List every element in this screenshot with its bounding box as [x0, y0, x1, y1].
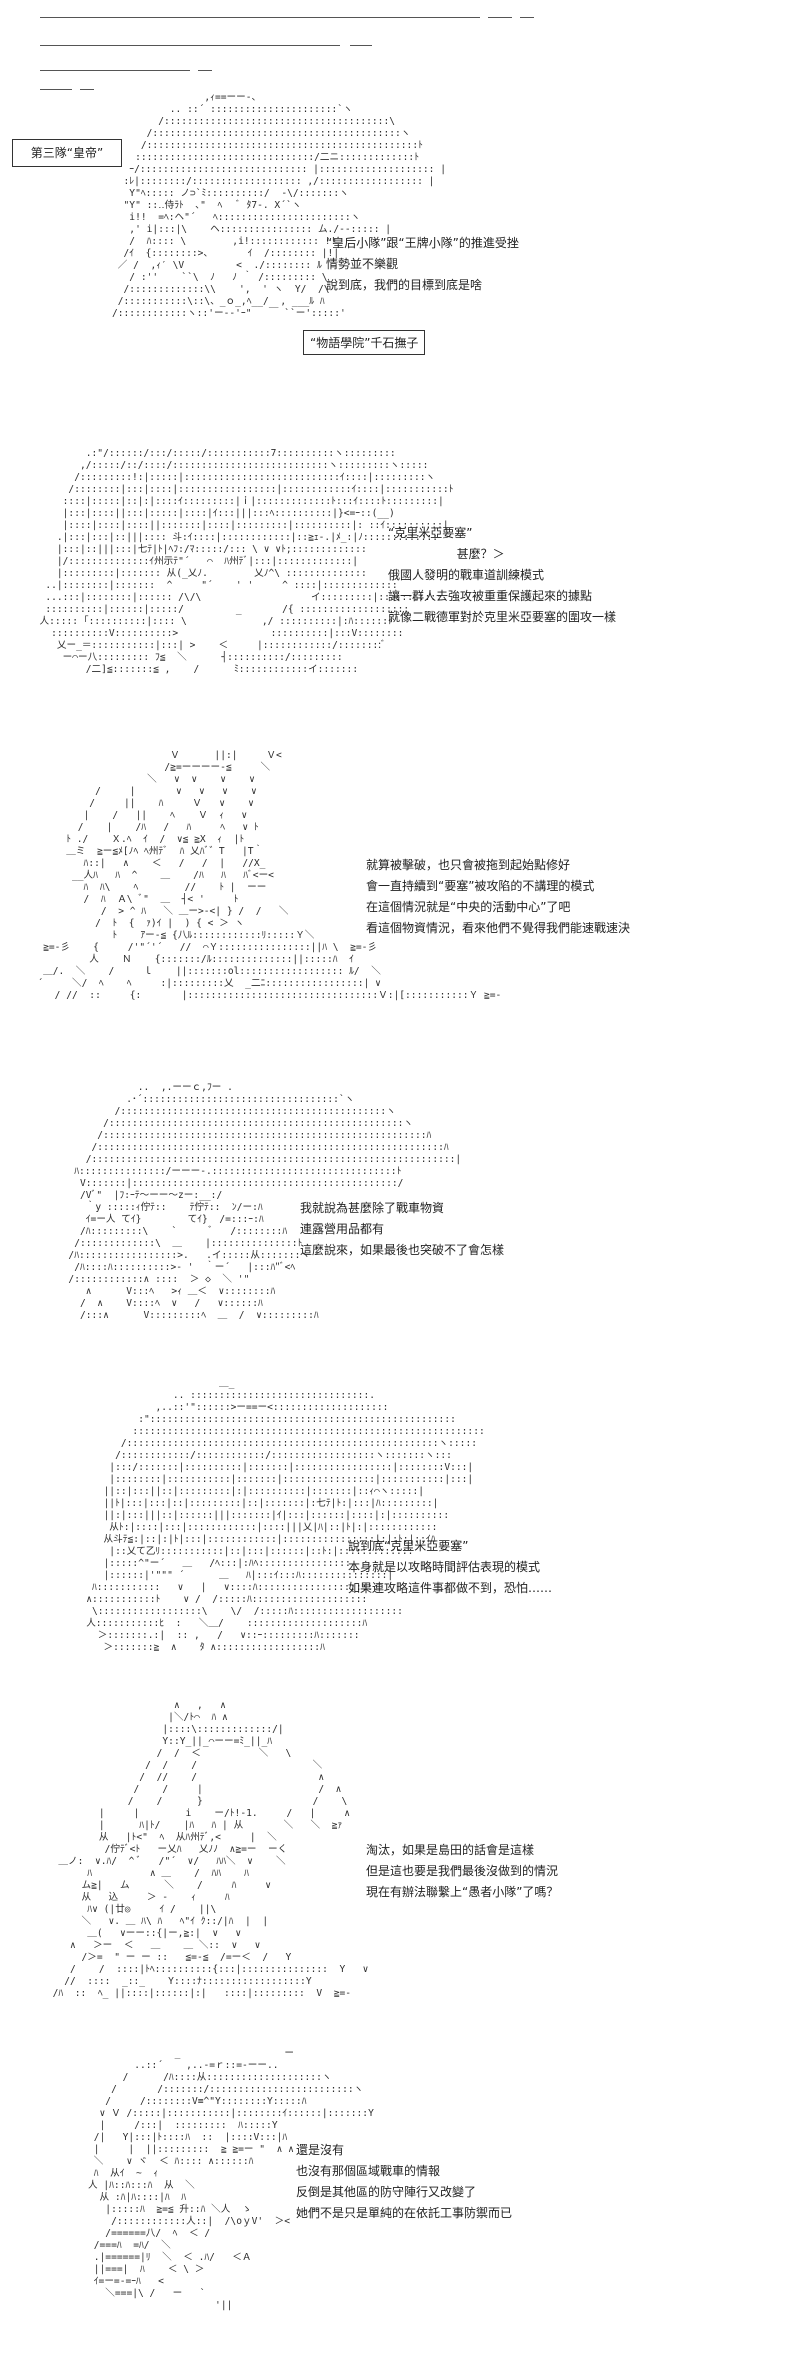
- dialogue-line: 反倒是其他區的防守陣行又改變了: [296, 2185, 477, 2199]
- dialogue-line: “克里米亞要塞”: [388, 526, 473, 540]
- dialogue-line: 連露營用品都有: [300, 1222, 385, 1236]
- header-rule: [520, 17, 534, 18]
- dialogue-line: 甚麼？＞: [388, 547, 505, 561]
- dialogue-line: 本身就是以攻略時間評估表現的模式: [348, 1560, 541, 1574]
- header-rule: [198, 70, 212, 71]
- ascii-art-figure: ,ｨ==ーー-、 .. ::´ ::::::::::::::::::::::`ヽ…: [111, 92, 447, 319]
- header-rule: [40, 17, 480, 18]
- dialogue-line: 俄國人發明的戰車道訓練模式: [388, 568, 545, 582]
- dialogue-line: 就像二戰德軍對於克里米亞要塞的圍攻一樣: [388, 610, 617, 624]
- dialogue-line: 說到底，我們的目標到底是啥: [326, 278, 483, 292]
- header-rule: [488, 17, 512, 18]
- dialogue-block: 說到底“克里米亞要塞” 本身就是以攻略時間評估表現的模式如果連攻略這件事都做不到，…: [348, 1538, 552, 1601]
- ascii-art-figure: _ ー ..::´ ,..-=ｒ::=-ーー.. / /ﾊ::::从::::::…: [87, 2048, 374, 2311]
- dialogue-line: 這麼說來，如果最後也突破不了會怎樣: [300, 1243, 505, 1257]
- header-rule: [40, 70, 190, 71]
- ascii-art-figure: ＿_ .. :::::::::::::::::::::::::::::::. ,…: [86, 1378, 485, 1653]
- dialogue-line: 淘汰，如果是島田的話會是這樣: [366, 1843, 535, 1857]
- header-rule: [80, 89, 94, 90]
- dialogue-block: 還是沒有也沒有那個區域戰車的情報反倒是其他區的防守陣行又改變了她們不是只是單純的…: [296, 2142, 512, 2226]
- dialogue-block: “皇后小隊”跟“王牌小隊”的推進受挫情勢並不樂觀說到底，我們的目標到底是啥: [326, 235, 519, 298]
- speaker-name-box: “物語學院”千石撫子: [303, 330, 426, 355]
- dialogue-line: 如果連攻略這件事都做不到，恐怕……: [348, 1581, 553, 1595]
- ascii-art-figure: ∧ , ∧ |＼/ﾄ⌒ ﾊ ∧ |::::\:::::::::::::/| Y:…: [52, 1700, 369, 1999]
- header-rule: [40, 45, 340, 46]
- header-rule: [350, 45, 372, 46]
- dialogue-line: 但是這也要是我們最後沒做到的情況: [366, 1864, 559, 1878]
- ascii-art-figure: Ｖ ||:| Ｖ< /≧=ーーーー-≦ ＼ ＼ ∨ ∨ ∨ ∨ / | ∨ ∨ …: [37, 750, 502, 1001]
- dialogue-line: 她們不是只是單純的在依託工事防禦而已: [296, 2206, 513, 2220]
- ascii-art-figure: .:"/::::::/:::/:::::/:::::::::::7:::::::…: [39, 448, 454, 675]
- dialogue-line: “皇后小隊”跟“王牌小隊”的推進受挫: [326, 236, 519, 250]
- team-label: 第三隊“皇帝”: [12, 139, 122, 167]
- dialogue-line: 在這個情況就是“中央的活動中心”了吧: [366, 900, 571, 914]
- dialogue-line: 現在有辦法聯繫上“愚者小隊”了嗎？: [366, 1885, 559, 1899]
- dialogue-line: 我就說為甚麼除了戰車物資: [300, 1201, 445, 1215]
- dialogue-block: “克里米亞要塞” 甚麼？＞ 俄國人發明的戰車道訓練模式讓一群人去強攻被重重保護起來…: [388, 525, 616, 630]
- dialogue-line: 就算被擊破，也只會被拖到起始點修好: [366, 858, 571, 872]
- dialogue-block: 就算被擊破，也只會被拖到起始點修好會一直持續到“要塞”被攻陷的不講理的模式在這個…: [366, 857, 630, 941]
- ascii-art-figure: .. ,.ーーｃ,ﾌー . .･´:::::::::::::::::::::::…: [68, 1082, 462, 1321]
- dialogue-line: 情勢並不樂觀: [326, 257, 399, 271]
- dialogue-line: 會一直持續到“要塞”被攻陷的不講理的模式: [366, 879, 595, 893]
- dialogue-line: 還是沒有: [296, 2143, 345, 2157]
- header-rule: [40, 89, 72, 90]
- dialogue-line: 也沒有那個區域戰車的情報: [296, 2164, 441, 2178]
- dialogue-line: 說到底“克里米亞要塞”: [348, 1539, 469, 1553]
- dialogue-line: 讓一群人去強攻被重重保護起來的據點: [388, 589, 593, 603]
- dialogue-block: 淘汰，如果是島田的話會是這樣但是這也要是我們最後沒做到的情況現在有辦法聯繫上“愚…: [366, 1842, 558, 1905]
- dialogue-block: 我就說為甚麼除了戰車物資連露營用品都有這麼說來，如果最後也突破不了會怎樣: [300, 1200, 504, 1263]
- dialogue-line: 看這個物資情況，看來他們不覺得我們能速戰速決: [366, 921, 631, 935]
